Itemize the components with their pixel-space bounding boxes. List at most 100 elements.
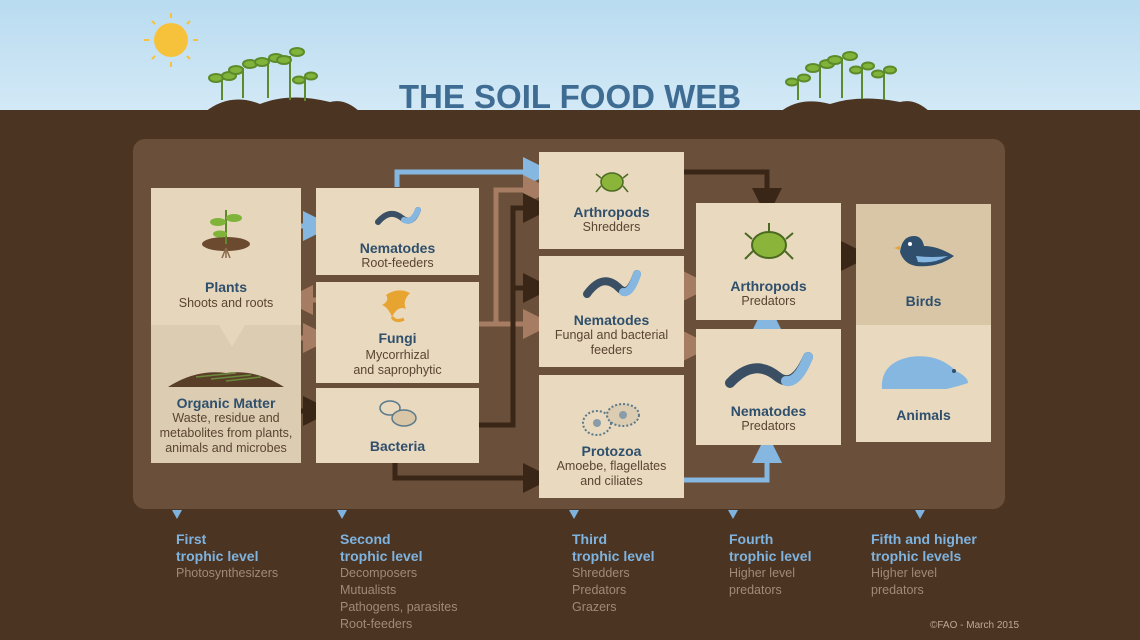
organic-matter-icon bbox=[168, 372, 284, 387]
seedlings-right-icon bbox=[780, 51, 930, 112]
copyright: ©FAO - March 2015 bbox=[930, 620, 1020, 631]
level-2-item: Mutualists bbox=[340, 583, 397, 597]
level-2-item: Root-feeders bbox=[340, 617, 413, 631]
page-title: THE SOIL FOOD WEB bbox=[398, 78, 742, 115]
arthropods-predators-subtitle: Predators bbox=[741, 294, 796, 308]
arthropod-icon bbox=[595, 172, 629, 193]
mole-icon bbox=[881, 356, 968, 389]
organic-matter-subtitle: Waste, residue and metabolites from plan… bbox=[151, 411, 301, 456]
trophic-level-4: Fourth trophic level Higher level predat… bbox=[729, 531, 811, 599]
animals-box: Animals bbox=[856, 325, 991, 442]
protozoa-box: Protozoa Amoebe, flagellates and ciliate… bbox=[539, 375, 684, 498]
plants-title: Plants bbox=[204, 279, 247, 295]
arthropods-shredders-box: Arthropods Shredders bbox=[539, 152, 684, 249]
level-3-marker bbox=[569, 510, 579, 519]
level-1-marker bbox=[172, 510, 182, 519]
trophic-level-2: Second trophic level Decomposers Mutuali… bbox=[340, 531, 457, 633]
protozoa-line-2: and ciliates bbox=[580, 474, 643, 488]
nematodes-root-box: Nematodes Root-feeders bbox=[316, 188, 479, 275]
plants-box: Plants Shoots and roots bbox=[151, 188, 301, 325]
arthropods-shredders-subtitle: Shredders bbox=[582, 220, 641, 234]
level-4-title-line-2: trophic level bbox=[729, 548, 812, 564]
nematodes-feeders-line-1: Fungal and bacterial bbox=[554, 328, 669, 342]
arthropods-predators-title: Arthropods bbox=[730, 278, 807, 294]
fungi-subtitle: Mycorrhizal and saprophytic bbox=[316, 348, 479, 378]
organic-matter-notch bbox=[219, 325, 245, 347]
nematodes-feeders-box: Nematodes Fungal and bacterial feeders bbox=[539, 256, 684, 367]
fungi-icon bbox=[382, 290, 410, 323]
level-4-title-line-1: Fourth bbox=[729, 531, 774, 547]
protozoa-icon bbox=[582, 403, 640, 436]
level-4-marker bbox=[728, 510, 738, 519]
fungi-line-1: Mycorrhizal bbox=[365, 348, 430, 362]
arrow-root-nematodes-to-arthropods bbox=[394, 157, 553, 187]
trophic-level-5: Fifth and higher trophic levels Higher l… bbox=[871, 531, 977, 599]
bacteria-title: Bacteria bbox=[369, 438, 426, 454]
nematodes-predators-subtitle: Predators bbox=[741, 419, 796, 433]
animals-title: Animals bbox=[896, 407, 951, 423]
level-2-marker bbox=[337, 510, 347, 519]
arrow-protozoa-to-nematodes-pred bbox=[684, 433, 782, 483]
arrow-bacteria-to-protozoa bbox=[392, 463, 553, 493]
plants-subtitle: Shoots and roots bbox=[178, 296, 274, 310]
bacteria-box: Bacteria bbox=[316, 388, 479, 463]
birds-title: Birds bbox=[905, 293, 942, 309]
seedlings-left-icon bbox=[205, 47, 360, 112]
nematodes-root-subtitle: Root-feeders bbox=[361, 256, 434, 270]
plant-icon bbox=[202, 210, 250, 259]
level-4-item: predators bbox=[729, 583, 782, 597]
arrow-arthropods-shred-to-pred bbox=[684, 169, 782, 218]
bird-icon bbox=[894, 236, 954, 267]
nematode-predator-icon bbox=[725, 352, 813, 388]
nematodes-predators-title: Nematodes bbox=[730, 403, 807, 419]
organic-matter-line-2: metabolites from plants, bbox=[159, 426, 293, 440]
nematode-icon bbox=[375, 207, 421, 225]
trophic-level-1: First trophic level Photosynthesizers bbox=[176, 531, 278, 582]
organic-matter-box: Organic Matter Waste, residue and metabo… bbox=[151, 325, 301, 463]
level-1-item: Photosynthesizers bbox=[176, 566, 279, 580]
nematodes-feeders-title: Nematodes bbox=[573, 312, 650, 328]
level-3-item: Predators bbox=[572, 583, 627, 597]
nematode-large-icon bbox=[583, 270, 641, 298]
level-3-title-line-2: trophic level bbox=[572, 548, 655, 564]
organic-matter-line-3: animals and microbes bbox=[165, 441, 287, 455]
organic-matter-line-1: Waste, residue and bbox=[172, 411, 280, 425]
level-2-item: Pathogens, parasites bbox=[340, 600, 458, 614]
level-1-title-line-2: trophic level bbox=[176, 548, 259, 564]
sun-icon bbox=[144, 13, 198, 67]
arrow-bacteria-to-arthropods bbox=[479, 193, 553, 428]
bacteria-icon bbox=[379, 400, 417, 427]
organic-matter-title: Organic Matter bbox=[176, 395, 276, 411]
birds-box: Birds bbox=[856, 204, 991, 325]
nematodes-predators-box: Nematodes Predators bbox=[696, 329, 841, 445]
arthropod-predator-icon bbox=[744, 223, 794, 260]
level-5-title-line-2: trophic levels bbox=[871, 548, 962, 564]
nematodes-feeders-line-2: feeders bbox=[590, 343, 633, 357]
landscape-illustration bbox=[144, 13, 930, 112]
sky-background bbox=[0, 0, 1140, 112]
level-4-item: Higher level bbox=[729, 566, 796, 580]
arthropods-shredders-title: Arthropods bbox=[573, 204, 650, 220]
protozoa-title: Protozoa bbox=[581, 443, 642, 459]
level-3-item: Shredders bbox=[572, 566, 630, 580]
level-2-title-line-2: trophic level bbox=[340, 548, 423, 564]
protozoa-subtitle: Amoebe, flagellates and ciliates bbox=[539, 459, 684, 489]
level-3-item: Grazers bbox=[572, 600, 617, 614]
level-2-item: Decomposers bbox=[340, 566, 418, 580]
level-5-marker bbox=[915, 510, 925, 519]
level-1-title-line-1: First bbox=[176, 531, 207, 547]
level-3-title-line-1: Third bbox=[572, 531, 607, 547]
level-5-item: predators bbox=[871, 583, 924, 597]
level-5-item: Higher level bbox=[871, 566, 938, 580]
fungi-title: Fungi bbox=[378, 330, 417, 346]
fungi-line-2: and saprophytic bbox=[353, 363, 442, 377]
protozoa-line-1: Amoebe, flagellates bbox=[556, 459, 667, 473]
level-5-title-line-1: Fifth and higher bbox=[871, 531, 977, 547]
arthropods-predators-box: Arthropods Predators bbox=[696, 203, 841, 320]
level-2-title-line-1: Second bbox=[340, 531, 391, 547]
nematodes-root-title: Nematodes bbox=[359, 240, 436, 256]
trophic-level-3: Third trophic level Shredders Predators … bbox=[572, 531, 654, 616]
fungi-box: Fungi Mycorrhizal and saprophytic bbox=[316, 282, 479, 383]
arrow-fungi-to-arthropods bbox=[479, 175, 553, 327]
